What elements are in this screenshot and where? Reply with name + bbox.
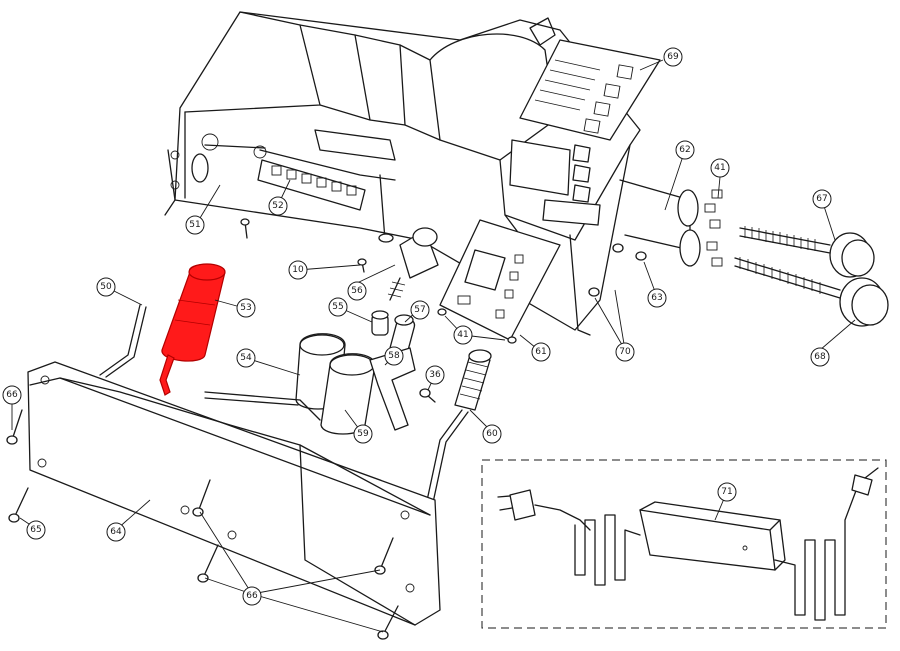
callout-52-label: 52 [272, 201, 283, 211]
callout-64: 64 [106, 522, 126, 542]
callout-57: 57 [410, 300, 430, 320]
callout-68: 68 [810, 347, 830, 367]
highlighted-part-53[interactable] [159, 263, 226, 396]
callout-54: 54 [236, 348, 256, 368]
callout-67-label: 67 [816, 194, 827, 204]
motor-59 [320, 353, 376, 435]
base-plate-64 [27, 361, 441, 626]
callout-41a-label: 41 [714, 163, 725, 173]
callout-54-label: 54 [240, 353, 252, 363]
callout-41a: 41 [710, 158, 730, 178]
callout-65: 65 [26, 520, 46, 540]
callout-67: 67 [812, 189, 832, 209]
callout-56: 56 [347, 281, 367, 301]
callout-64-label: 64 [110, 527, 122, 537]
bushing-55 [371, 310, 389, 336]
callout-63-label: 63 [651, 293, 662, 303]
callout-10-label: 10 [292, 265, 304, 275]
bracket-58 [369, 347, 416, 431]
callout-65-label: 65 [30, 525, 41, 535]
callout-56-label: 56 [351, 286, 363, 296]
callout-66a: 66 [2, 385, 22, 405]
keypad-overlay-69 [519, 39, 661, 141]
callout-68-label: 68 [814, 352, 826, 362]
callout-62-label: 62 [679, 145, 690, 155]
wire-2 [204, 397, 299, 406]
callout-60-label: 60 [486, 429, 498, 439]
coupling-56 [387, 227, 439, 301]
thumb-screw-67 [739, 226, 875, 278]
wire [204, 391, 321, 421]
callout-10: 10 [288, 260, 308, 280]
callout-62: 62 [675, 140, 695, 160]
thumb-screw-68 [734, 257, 889, 327]
screws-65-66 [6, 409, 399, 640]
callout-50-label: 50 [100, 282, 112, 292]
callout-70: 70 [615, 342, 635, 362]
callout-55-label: 55 [332, 302, 343, 312]
callout-51: 51 [185, 215, 205, 235]
callout-53-label: 53 [240, 303, 251, 313]
callout-61: 61 [531, 342, 551, 362]
connector-strip-52 [257, 159, 366, 211]
callout-69: 69 [663, 47, 683, 67]
callout-66b-label: 66 [246, 591, 258, 601]
callout-60: 60 [482, 424, 502, 444]
callout-66b: 66 [242, 586, 262, 606]
power-adapter-71 [481, 459, 887, 629]
callout-52: 52 [268, 196, 288, 216]
callout-41b-label: 41 [457, 330, 468, 340]
callout-58-label: 58 [388, 351, 400, 361]
callout-71: 71 [717, 482, 737, 502]
callout-36: 36 [425, 365, 445, 385]
callout-71-label: 71 [721, 487, 732, 497]
callout-36-label: 36 [429, 370, 441, 380]
callout-58: 58 [384, 346, 404, 366]
callout-57-label: 57 [414, 305, 425, 315]
callout-53: 53 [236, 298, 256, 318]
callout-41b: 41 [453, 325, 473, 345]
callout-70-label: 70 [619, 347, 631, 357]
callout-66a-label: 66 [6, 390, 18, 400]
callout-51-label: 51 [189, 220, 200, 230]
callout-59: 59 [353, 424, 373, 444]
callout-59-label: 59 [357, 429, 369, 439]
callout-63: 63 [647, 288, 667, 308]
callout-61-label: 61 [535, 347, 546, 357]
callouts: 69 62 41 67 68 63 70 61 41 51 52 10 56 5… [2, 47, 832, 606]
screws-small [240, 218, 647, 403]
cable-gland-60 [424, 349, 492, 513]
callout-69-label: 69 [667, 52, 679, 62]
flange-assembly-62 [619, 179, 723, 267]
callout-55: 55 [328, 297, 348, 317]
callout-50: 50 [96, 277, 116, 297]
cable-50 [99, 304, 147, 378]
